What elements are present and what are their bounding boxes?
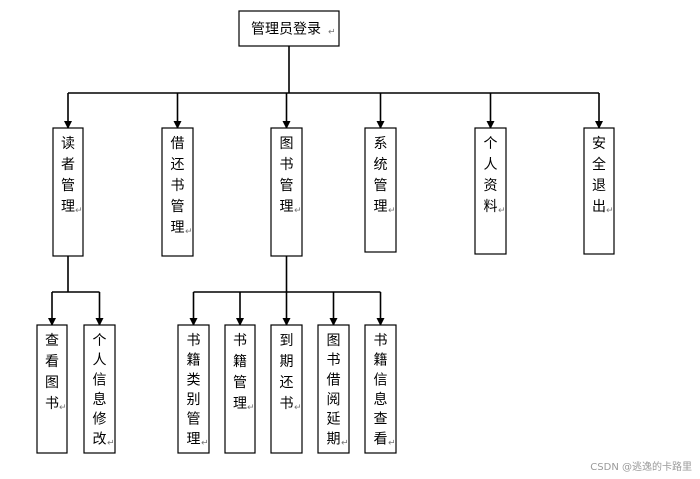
node-c33: 到期还书↵ xyxy=(270,324,303,454)
paragraph-mark-icon: ↵ xyxy=(75,206,83,216)
edges-layer xyxy=(48,46,603,326)
node-root: 管理员登录 ↵ xyxy=(238,10,340,47)
node-c35: 书籍信息查看↵ xyxy=(364,324,397,454)
node-root-label: 管理员登录 xyxy=(251,22,321,38)
node-c33-box xyxy=(270,324,303,454)
node-c12: 个人信息修改↵ xyxy=(83,324,116,454)
paragraph-mark-icon: ↵ xyxy=(388,438,396,448)
paragraph-mark-icon: ↵ xyxy=(388,206,396,216)
node-n2-box xyxy=(161,127,194,257)
node-c31-label: 书籍类别管理 xyxy=(187,333,201,447)
node-c31: 书籍类别管理↵ xyxy=(177,324,210,454)
node-c12-box xyxy=(83,324,116,454)
node-n6-label: 安全退出 xyxy=(592,136,606,215)
node-n4: 系统管理↵ xyxy=(364,127,397,253)
node-n1-label: 读者管理 xyxy=(61,135,75,215)
paragraph-mark-icon: ↵ xyxy=(59,403,67,413)
node-n1: 读者管理↵ xyxy=(52,127,84,257)
node-n5-label: 个人资料 xyxy=(484,136,498,215)
node-n3: 图书管理↵ xyxy=(270,127,303,257)
node-c11-label: 查看图书 xyxy=(45,333,59,412)
node-n5: 个人资料↵ xyxy=(474,127,507,255)
node-c33-label: 到期还书 xyxy=(280,333,294,412)
node-n6: 安全退出↵ xyxy=(583,127,615,255)
node-n2: 借还书管理↵ xyxy=(161,127,194,257)
node-c32-label: 书籍管理 xyxy=(233,333,247,412)
nodes-layer: 管理员登录↵读者管理↵借还书管理↵图书管理↵系统管理↵个人资料↵安全退出↵查看图… xyxy=(36,10,615,454)
node-c34-box xyxy=(317,324,350,454)
node-n1-box xyxy=(52,127,84,257)
node-n6-box xyxy=(583,127,615,255)
watermark: CSDN @逃逸的卡路里 xyxy=(590,462,692,473)
paragraph-mark-icon: ↵ xyxy=(201,438,209,448)
node-c12-label: 个人信息修改 xyxy=(93,333,107,447)
paragraph-mark-icon: ↵ xyxy=(247,403,255,413)
node-c34: 图书借阅延期↵ xyxy=(317,324,350,454)
node-n5-box xyxy=(474,127,507,255)
node-c11-box xyxy=(36,324,68,454)
node-c31-box xyxy=(177,324,210,454)
paragraph-mark-icon: ↵ xyxy=(498,206,506,216)
node-c35-box xyxy=(364,324,397,454)
node-c35-label: 书籍信息查看 xyxy=(374,333,388,447)
node-c32: 书籍管理↵ xyxy=(224,324,256,454)
node-n3-box xyxy=(270,127,303,257)
node-n3-label: 图书管理 xyxy=(280,136,294,215)
node-root-box xyxy=(238,10,340,47)
paragraph-mark-icon: ↵ xyxy=(341,438,349,448)
paragraph-mark-icon: ↵ xyxy=(294,206,302,216)
node-n2-label: 借还书管理 xyxy=(171,136,185,236)
paragraph-mark-icon: ↵ xyxy=(294,403,302,413)
node-c11: 查看图书↵ xyxy=(36,324,68,454)
node-n4-box xyxy=(364,127,397,253)
node-c34-label: 图书借阅延期 xyxy=(327,333,341,447)
node-n4-label: 系统管理 xyxy=(374,136,388,215)
paragraph-mark-icon: ↵ xyxy=(185,227,193,237)
paragraph-mark-icon: ↵ xyxy=(606,206,614,216)
return-mark-icon: ↵ xyxy=(328,28,336,38)
node-c32-box xyxy=(224,324,256,454)
paragraph-mark-icon: ↵ xyxy=(107,438,115,448)
